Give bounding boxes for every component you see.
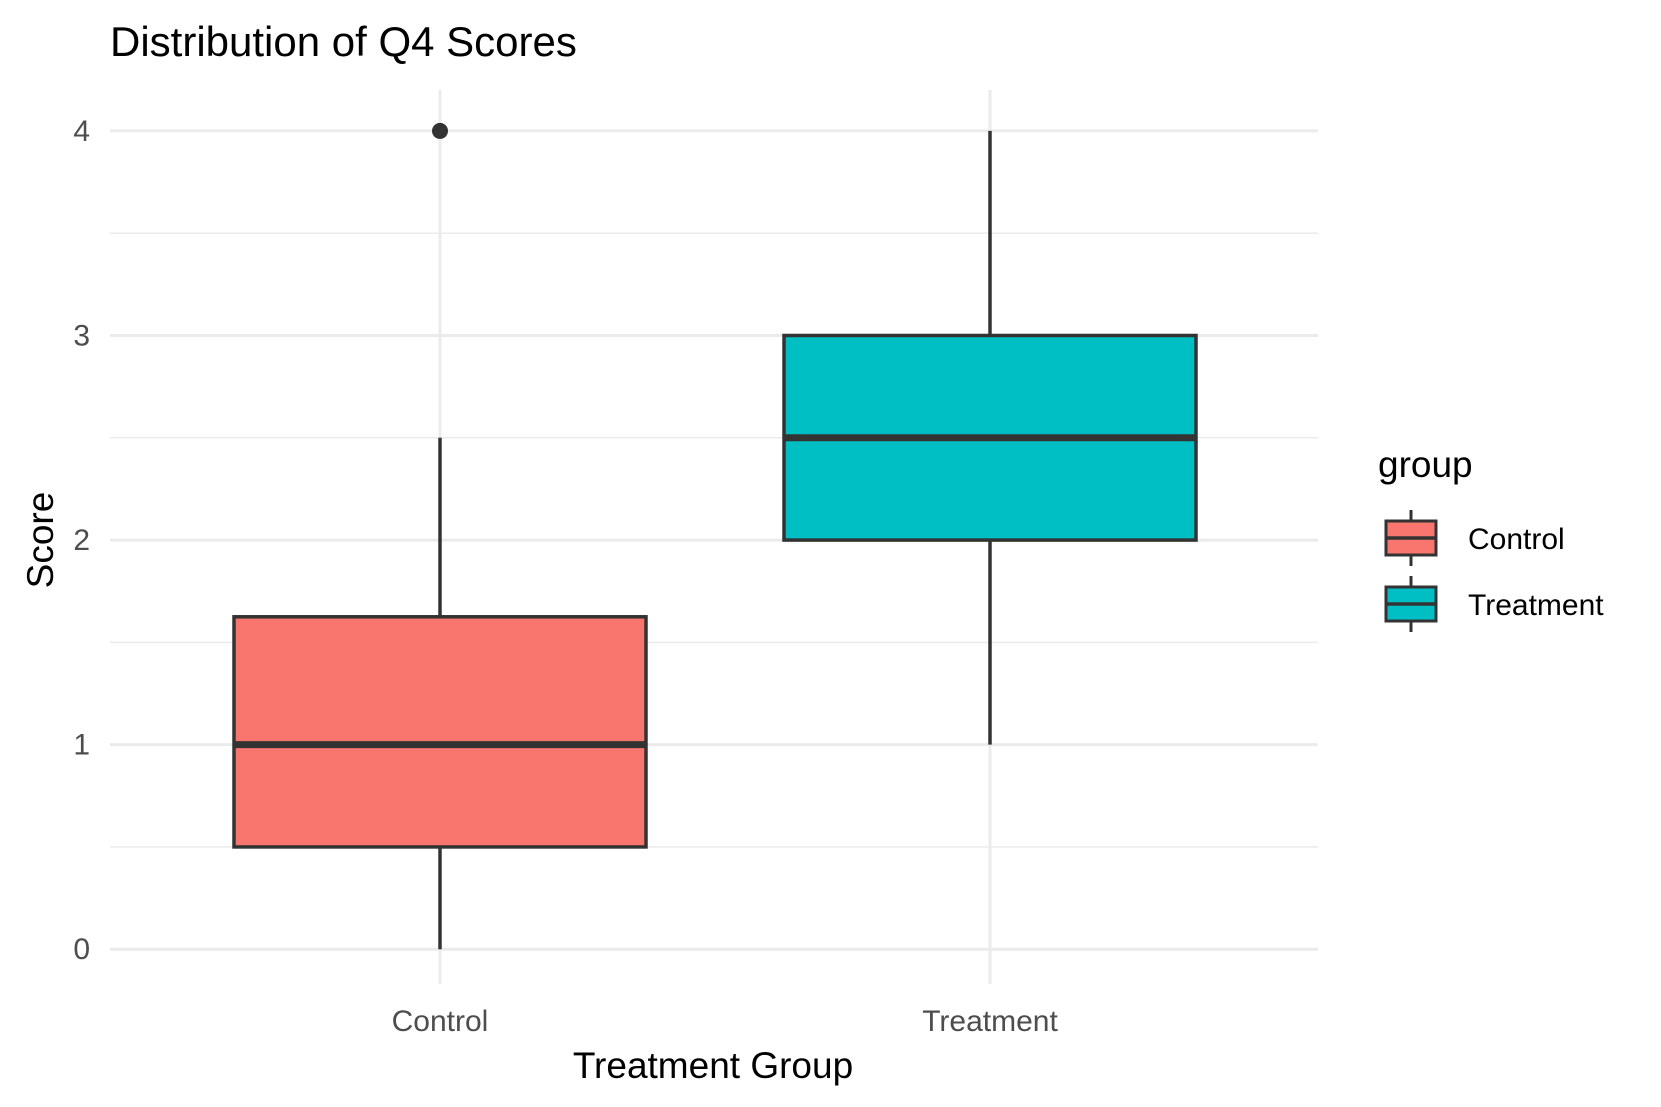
boxes xyxy=(232,122,1198,950)
x-axis-ticks: Control Treatment xyxy=(392,1005,1059,1038)
legend-label: Control xyxy=(1468,523,1565,556)
legend-title: group xyxy=(1378,444,1473,485)
box-control xyxy=(232,122,648,950)
y-tick-label: 1 xyxy=(73,729,90,762)
x-tick-label: Control xyxy=(392,1005,489,1038)
chart-title: Distribution of Q4 Scores xyxy=(110,18,577,65)
outlier-point xyxy=(432,122,448,139)
y-axis-title: Score xyxy=(20,492,61,589)
y-tick-label: 4 xyxy=(73,115,90,148)
y-tick-label: 2 xyxy=(73,524,90,557)
x-tick-label: Treatment xyxy=(922,1005,1058,1038)
legend-item-control: Control xyxy=(1384,510,1565,566)
iqr-box xyxy=(232,615,648,849)
box-treatment xyxy=(782,130,1198,745)
y-axis-ticks: 0 1 2 3 4 xyxy=(73,115,90,966)
legend-label: Treatment xyxy=(1468,589,1604,622)
legend-item-treatment: Treatment xyxy=(1384,576,1604,632)
x-axis-title: Treatment Group xyxy=(573,1045,853,1086)
y-tick-label: 3 xyxy=(73,319,90,352)
y-tick-label: 0 xyxy=(73,933,90,966)
